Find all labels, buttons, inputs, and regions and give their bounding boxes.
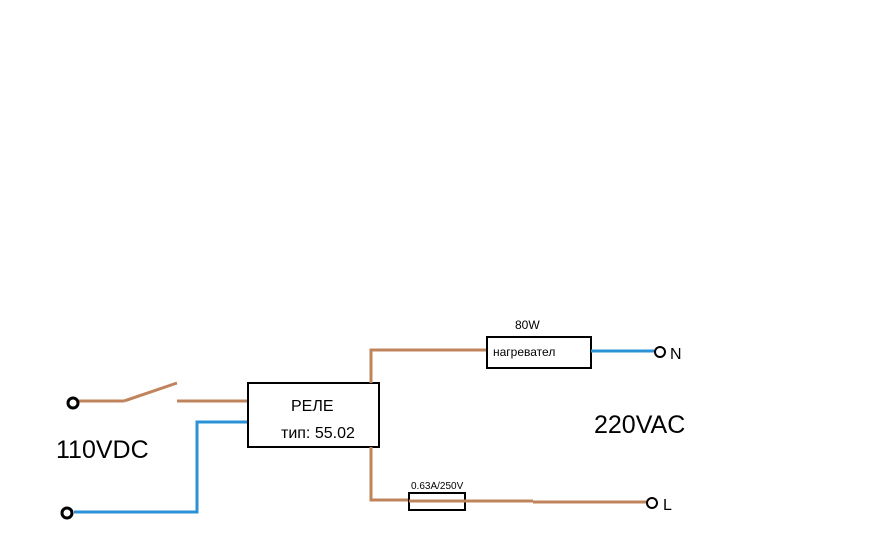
line-label: L (663, 497, 672, 514)
ac-supply-label: 220VAC (594, 411, 685, 439)
neutral-terminal (654, 346, 666, 358)
relay-to-heater-wire (369, 348, 487, 383)
line-terminal (646, 497, 658, 509)
relay-title-label: РЕЛЕ (291, 398, 334, 415)
relay-box (247, 382, 380, 448)
dc-supply-label: 110VDC (56, 436, 149, 464)
heater-power-label: 80W (515, 318, 540, 332)
heater-name-label: нагревател (493, 345, 555, 359)
heater-box (486, 336, 592, 369)
neutral-label: N (670, 346, 682, 363)
relay-to-fuse-wire (369, 447, 409, 502)
dc-positive-terminal (66, 396, 80, 410)
dc-negative-wire (74, 420, 248, 514)
switch-blade (123, 381, 178, 403)
dc-negative-terminal (60, 506, 74, 520)
fuse-rating-label: 0.63A/250V (411, 481, 464, 492)
relay-type-label: тип: 55.02 (281, 425, 355, 442)
